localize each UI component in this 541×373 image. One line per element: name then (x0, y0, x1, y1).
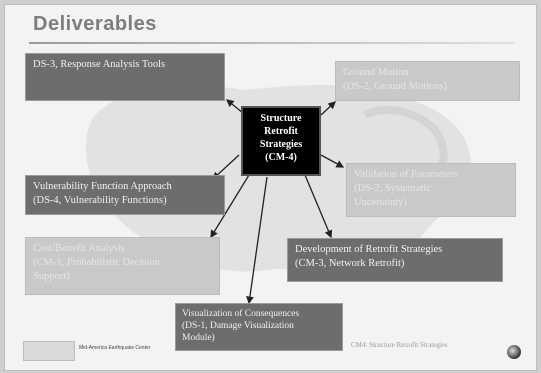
logo-block (23, 341, 75, 361)
center-line: Structure (260, 113, 302, 124)
footer-logo: Mid-America Earthquake Center (23, 341, 203, 361)
center-line: (CM-4) (265, 152, 297, 163)
center-box: Structure Retrofit Strategies (CM-4) (241, 106, 321, 176)
connector-arrows (210, 99, 345, 305)
box-line: (DS-1, Damage Visualization (182, 321, 294, 331)
box-line: Validation of Parameters (354, 169, 458, 180)
box-line: Support) (33, 271, 70, 282)
slide: Deliverables DS-3, Response Analysis Too… (4, 4, 537, 371)
vulnerability-box: Vulnerability Function Approach (DS-4, V… (25, 175, 225, 215)
retrofit-dev-box: Development of Retrofit Strategies (CM-3… (287, 238, 503, 282)
ds3-box: DS-3, Response Analysis Tools (25, 53, 225, 101)
footer-caption: CM4: Structure Retrofit Strategies (351, 341, 448, 349)
box-line: (DS-4, Vulnerability Functions) (33, 195, 167, 206)
inelastic-box: Validation of Parameters (DS-2, Systemat… (346, 163, 516, 217)
logo-text: Mid-America Earthquake Center (79, 345, 151, 351)
center-line: Strategies (259, 139, 303, 150)
box-line: Vulnerability Function Approach (33, 181, 172, 192)
box-line: Module) (182, 333, 215, 343)
box-line: (CM-1, Probabilistic Decision (33, 257, 160, 268)
box-line: (DS-2, Systematic (354, 183, 431, 194)
box-line: Development of Retrofit Strategies (295, 244, 443, 255)
box-line: Uncertainty) (354, 197, 408, 208)
top-right-box: Ground Motion (DS-2, Ground Motions) (335, 61, 520, 101)
box-line: Ground Motion (343, 67, 409, 78)
box-line: (CM-3, Network Retrofit) (295, 258, 405, 269)
cost-benefit-box: Cost/Benefit Analysis (CM-1, Probabilist… (25, 237, 220, 295)
box-line: Cost/Benefit Analysis (33, 243, 125, 254)
box-line: DS-3, Response Analysis Tools (33, 59, 166, 70)
center-line: Retrofit (264, 126, 298, 137)
box-line: (DS-2, Ground Motions) (343, 81, 448, 92)
title-divider (29, 42, 515, 44)
globe-icon (507, 345, 521, 359)
slide-title: Deliverables (33, 13, 157, 35)
visualization-box: Visualization of Consequences (DS-1, Dam… (175, 303, 343, 351)
box-line: Visualization of Consequences (182, 309, 300, 319)
